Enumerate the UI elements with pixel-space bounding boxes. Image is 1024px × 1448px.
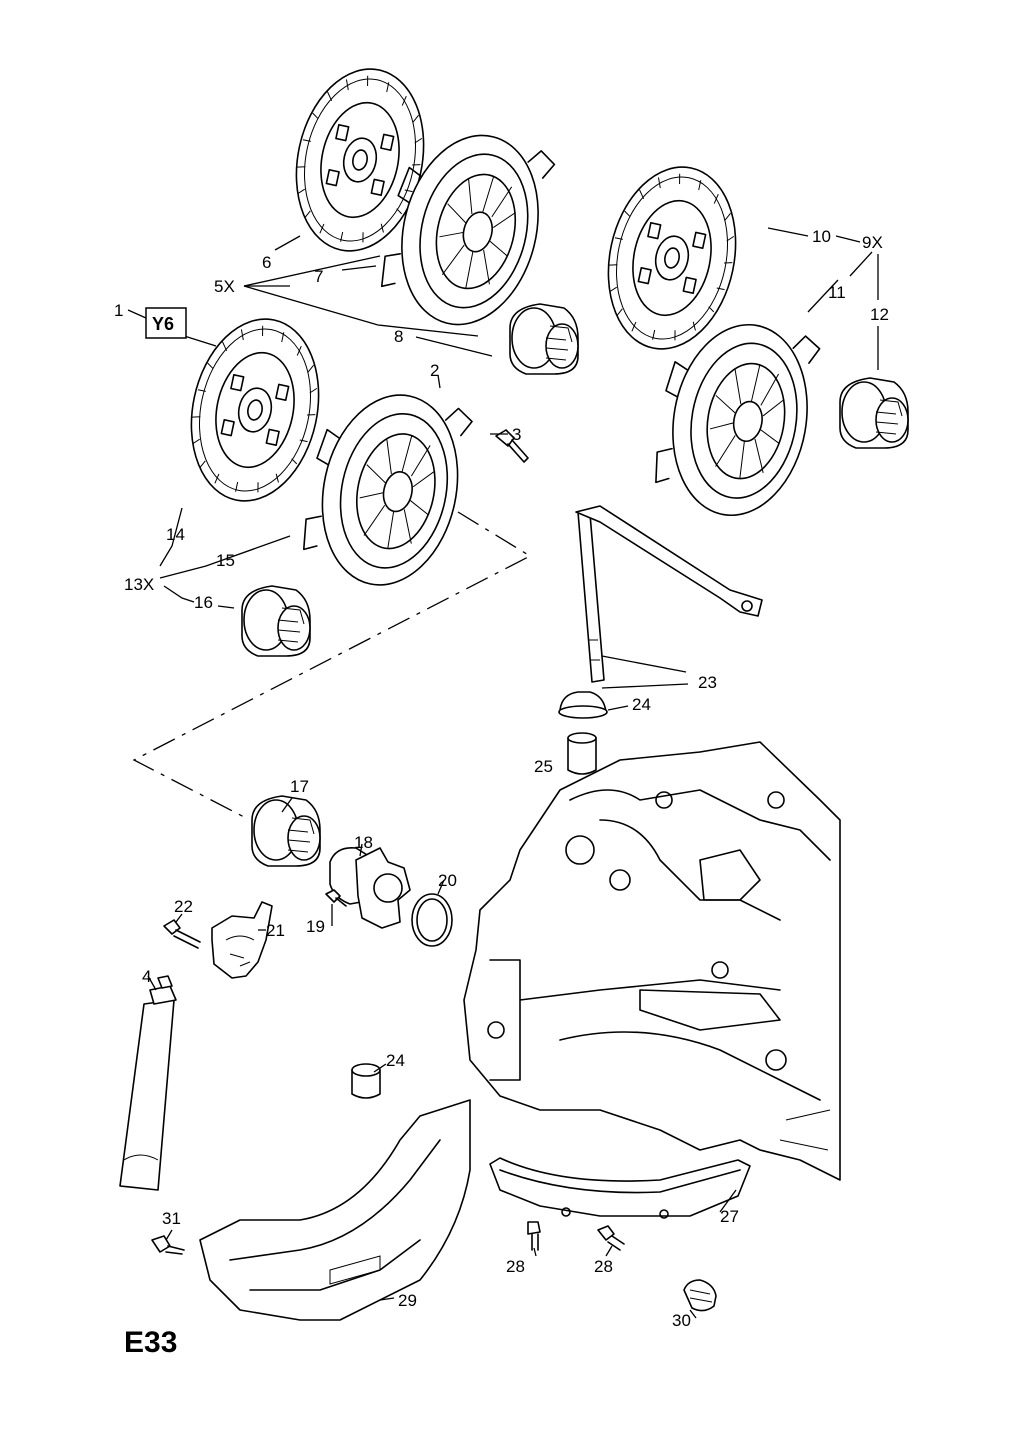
callout-5x: 5X (214, 277, 235, 296)
release-shaft-23 (575, 505, 763, 683)
page-code: E33 (124, 1326, 177, 1359)
callout-7: 7 (314, 267, 323, 286)
plug-30 (683, 1279, 717, 1312)
callout-27: 27 (720, 1207, 739, 1226)
callout-17: 17 (290, 777, 309, 796)
bolt-19 (325, 889, 347, 907)
variant-box (145, 307, 187, 339)
bushing-25 (567, 732, 597, 775)
bolt-31 (151, 1235, 185, 1255)
callout-2: 2 (430, 361, 439, 380)
cover-plate-27 (489, 1157, 751, 1219)
callout-21: 21 (266, 921, 285, 940)
callout-23: 23 (698, 673, 717, 692)
seal-ring-20 (411, 893, 453, 947)
assembly-axis-lines (132, 511, 532, 819)
callout-29: 29 (398, 1291, 417, 1310)
callout-22: 22 (174, 897, 193, 916)
dust-cover-29 (199, 1099, 471, 1321)
callout-6: 6 (262, 253, 271, 272)
bolt-22 (163, 919, 201, 949)
callout-19: 19 (306, 917, 325, 936)
grease-tube-4 (119, 975, 177, 1191)
callout-15: 15 (216, 551, 235, 570)
callout-10: 10 (812, 227, 831, 246)
callout-24-lower: 24 (386, 1051, 405, 1070)
callout-28b: 28 (594, 1257, 613, 1276)
leader-lines (127, 227, 879, 1319)
callout-8: 8 (394, 327, 403, 346)
callout-24: 24 (632, 695, 651, 714)
sleeve-24-lower (351, 1063, 381, 1099)
callout-16: 16 (194, 593, 213, 612)
callout-4: 4 (142, 967, 151, 986)
guide-sleeve-18 (329, 846, 411, 929)
callout-30: 30 (672, 1311, 691, 1330)
callout-28a: 28 (506, 1257, 525, 1276)
callout-11: 11 (828, 283, 846, 302)
gearbox-housing (463, 741, 841, 1181)
callout-20: 20 (438, 871, 457, 890)
callout-18: 18 (354, 833, 373, 852)
release-fork-21 (211, 901, 273, 979)
variant-box-label: Y6 (152, 314, 174, 334)
callout-3: 3 (512, 425, 521, 444)
callout-12: 12 (870, 305, 889, 324)
callout-1: 1 (114, 301, 123, 320)
callout-13x: 13X (124, 575, 154, 594)
bolt-28a (527, 1221, 541, 1251)
callout-25: 25 (534, 757, 553, 776)
callout-14: 14 (166, 525, 185, 544)
callout-9x: 9X (862, 233, 883, 252)
shaft-seal-24 (558, 691, 608, 719)
callout-31: 31 (162, 1209, 181, 1228)
bolt-28b (597, 1225, 625, 1251)
